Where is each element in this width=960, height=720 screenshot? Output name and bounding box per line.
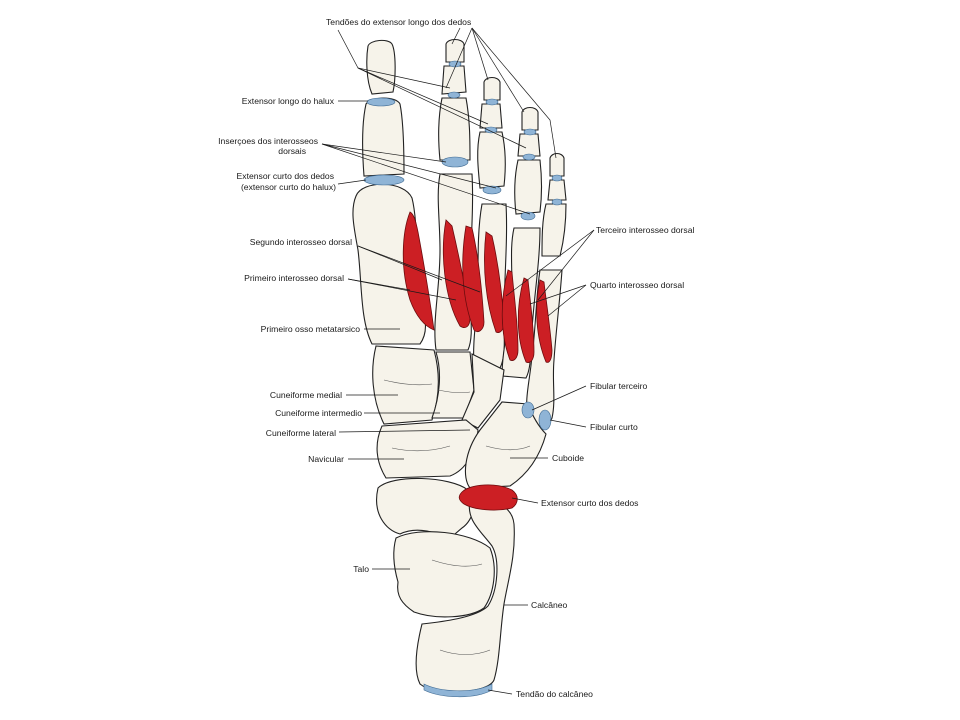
- extensor-longo-halux-insertion: [366, 97, 396, 107]
- label-fibular-terceiro: Fibular terceiro: [590, 381, 648, 391]
- label-extensor-curto-dedos-line1: Extensor curto dos dedos: [237, 171, 334, 181]
- label-tendoes-extensor-longo: Tendões do extensor longo dos dedos: [326, 17, 471, 27]
- label-talo: Talo: [353, 564, 369, 574]
- tendon-toe4-distal: [523, 128, 537, 136]
- label-insercoes-interosseos-line2: dorsais: [278, 146, 306, 156]
- label-segundo-interosseo: Segundo interosseo dorsal: [250, 237, 352, 247]
- second-toe-proximal: [438, 97, 471, 161]
- terceiro-interosseo-dorsal-origin: [484, 231, 505, 333]
- talo-trochlea: [393, 531, 495, 618]
- tendon-toe2-middle: [447, 91, 461, 99]
- fibular-terceiro-insertion: [521, 401, 535, 419]
- extensor-curto-halux-insertion: [363, 174, 405, 186]
- bones: [352, 38, 567, 693]
- extensor-curto-dos-dedos-origin: [458, 484, 518, 511]
- tendon-toe2-proximal: [441, 156, 469, 168]
- label-primeiro-metatarsico: Primeiro osso metatarsico: [261, 324, 361, 334]
- label-cuneiforme-intermedio: Cuneiforme intermedio: [275, 408, 362, 418]
- label-navicular: Navicular: [308, 454, 344, 464]
- label-cuneiforme-lateral: Cuneiforme lateral: [266, 428, 336, 438]
- fourth-toe-distal: [521, 106, 539, 131]
- label-quarto-interosseo: Quarto interosseo dorsal: [590, 280, 684, 290]
- calcaneo-bone: [415, 499, 515, 693]
- tendao-calcaneo-insertion: [423, 683, 493, 698]
- quarto-interosseo-dorsal-origin: [517, 277, 535, 363]
- hallux-distal-phalanx: [366, 39, 396, 95]
- tendon-toe3-middle: [484, 126, 498, 134]
- label-terceiro-interosseo: Terceiro interosseo dorsal: [596, 225, 694, 235]
- cuneiforme-lateral-bone: [461, 353, 505, 429]
- tendon-toe4-proximal: [520, 211, 536, 221]
- labels: Tendões do extensor longo dos dedos Exte…: [218, 17, 694, 699]
- tendon-toe3-distal: [485, 98, 499, 106]
- fifth-toe-distal: [549, 152, 565, 177]
- third-toe-middle: [479, 103, 503, 129]
- third-toe-proximal: [477, 131, 506, 189]
- label-calcaneo: Calcâneo: [531, 600, 568, 610]
- tendon-toe5-middle: [551, 198, 563, 206]
- navicular-bone: [376, 419, 479, 479]
- label-fibular-curto: Fibular curto: [590, 422, 638, 432]
- muscle-origins: [402, 211, 553, 511]
- talo-bone: [376, 477, 475, 541]
- label-insercoes-interosseos-line1: Inserçoes dos interosseos: [218, 136, 318, 146]
- segundo-interosseo-dorsal-origin-2: [462, 225, 485, 332]
- label-tendao-calcaneo: Tendão do calcâneo: [516, 689, 593, 699]
- fifth-toe-middle: [547, 179, 567, 201]
- label-cuneiforme-medial: Cuneiforme medial: [270, 390, 342, 400]
- cuneiforme-medial-bone: [372, 345, 439, 425]
- label-extensor-curto-dedos-lateral: Extensor curto dos dedos: [541, 498, 638, 508]
- fourth-toe-proximal: [514, 159, 543, 215]
- fifth-toe-proximal: [541, 203, 567, 257]
- terceiro-interosseo-dorsal-origin-2: [501, 269, 519, 361]
- leader-lines: [321, 27, 595, 695]
- tendon-insertions: [363, 60, 563, 698]
- label-primeiro-interosseo: Primeiro interosseo dorsal: [244, 273, 344, 283]
- label-cuboide: Cuboide: [552, 453, 584, 463]
- tendon-toe2-distal: [448, 60, 462, 68]
- segundo-interosseo-dorsal-origin: [442, 219, 471, 328]
- tendon-toe4-middle: [522, 153, 536, 161]
- label-extensor-curto-dedos-line2: (extensor curto do halux): [241, 182, 336, 192]
- fibular-curto-insertion: [538, 409, 552, 431]
- tendon-toe5-distal: [551, 174, 563, 182]
- bone-contour-detail: [383, 379, 531, 655]
- second-toe-distal: [445, 38, 465, 63]
- third-toe-distal: [483, 76, 501, 101]
- tendon-toe3-proximal: [482, 185, 502, 195]
- cuboide-bone: [464, 401, 547, 489]
- fourth-toe-middle: [517, 133, 541, 157]
- label-extensor-longo-halux: Extensor longo do halux: [242, 96, 335, 106]
